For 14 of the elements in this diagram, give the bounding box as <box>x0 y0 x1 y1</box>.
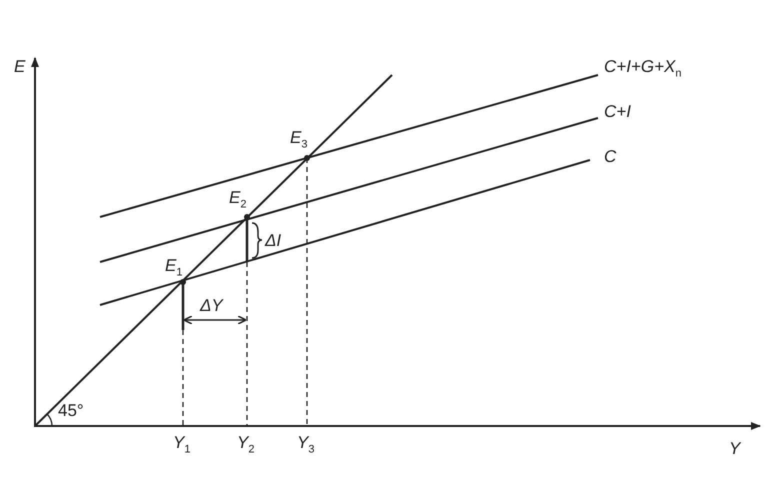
tick-label: Y$_{2}$ <box>237 434 254 456</box>
tick-label: Y$_{1}$ <box>173 434 190 456</box>
angle-label: 45° <box>58 402 84 419</box>
axis-label: E <box>14 58 26 75</box>
curve-label: C <box>604 148 616 165</box>
axis-label: Y <box>729 440 740 457</box>
tick-label: Y$_{3}$ <box>297 434 314 456</box>
point-label: E$_{2}$ <box>229 189 246 210</box>
change-label: ΔY <box>200 297 223 314</box>
point-label: E$_{1}$ <box>165 257 182 278</box>
change-label: ΔI <box>265 232 282 249</box>
curve-label: C+I <box>604 103 631 120</box>
curve-label: C+I+G+X$_{n}$ <box>604 58 682 80</box>
point-label: E$_{3}$ <box>290 129 308 150</box>
